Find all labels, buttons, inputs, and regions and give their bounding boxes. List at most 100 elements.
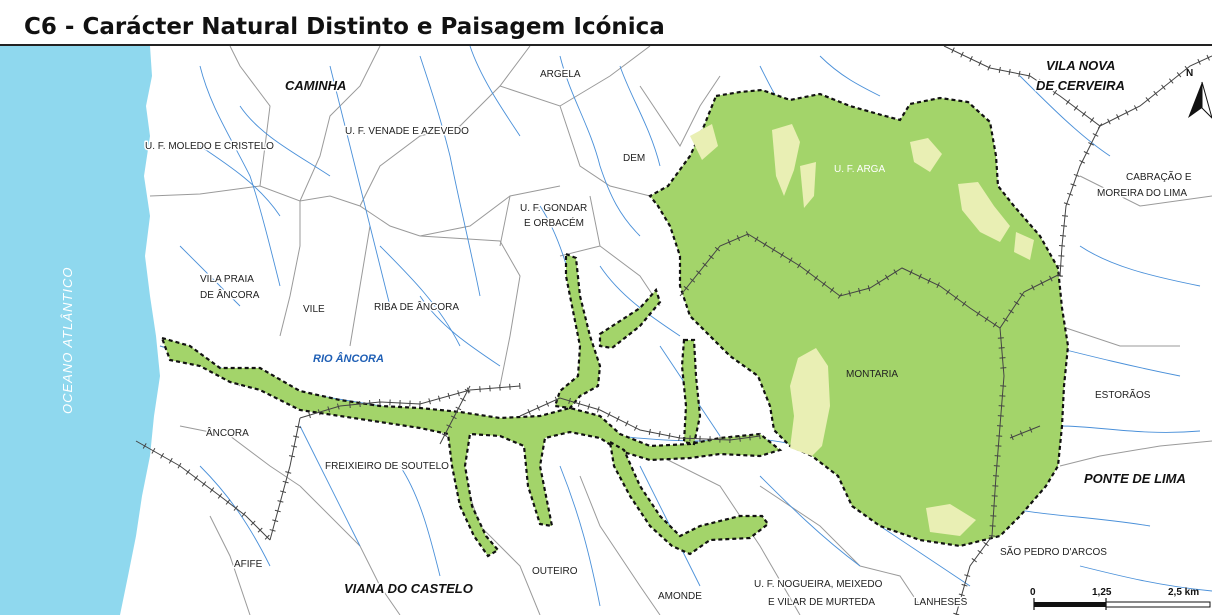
railway-tick [1176, 72, 1182, 78]
railway-tick [369, 399, 371, 407]
railway-tick [689, 278, 696, 283]
map-canvas: OCEANO ATLÂNTICO RIO ÂNCORA CAMINHA VILA… [0, 46, 1212, 615]
railway-tick [976, 310, 981, 317]
place-argela: ARGELA [540, 69, 581, 80]
map-title: C6 - Carácter Natural Distinto e Paisage… [24, 14, 665, 40]
railway-tick [754, 236, 759, 243]
place-sao-pedro: SÃO PEDRO D'ARCOS [1000, 545, 1107, 558]
railway-tick [1168, 78, 1174, 84]
railway-tick [821, 281, 827, 287]
railway-tick [1059, 235, 1067, 237]
place-estoraos: ESTORÃOS [1095, 388, 1151, 401]
railway-tick [616, 416, 620, 422]
railway-tick [748, 434, 751, 441]
place-lanheses: LANHESES [914, 597, 968, 608]
railway-tick [961, 583, 968, 587]
railway-tick [177, 462, 182, 469]
railway-tick [708, 254, 714, 260]
railway-tick [274, 509, 281, 513]
place-labels: OCEANO ATLÂNTICO RIO ÂNCORA CAMINHA VILA… [60, 57, 1193, 610]
railway-tick [1013, 300, 1020, 306]
corridor-branch-south [608, 439, 770, 556]
railway-tick [1184, 65, 1190, 72]
railway-tick [308, 412, 311, 419]
railway-tick [225, 499, 231, 505]
railway-tick [1052, 89, 1058, 96]
railway-line [439, 385, 471, 445]
railway-lines [135, 46, 1212, 615]
railway-tick [945, 289, 951, 295]
place-vile: VILE [303, 304, 325, 315]
railway-tick [758, 432, 761, 440]
railway-tick [250, 520, 256, 526]
railway-tick [272, 519, 279, 522]
railway-tick [683, 285, 689, 291]
railway-tick [1081, 111, 1087, 117]
place-venade: U. F. VENADE E AZEVEDO [345, 126, 469, 137]
railway-tick [464, 388, 471, 393]
railway-tick [1029, 426, 1033, 433]
railway-tick [1031, 284, 1035, 291]
railway-tick [964, 574, 971, 577]
railway-tick [379, 398, 381, 406]
railway-tick [736, 235, 741, 242]
railway-tick [1088, 142, 1094, 146]
railway-tick [285, 471, 292, 474]
railway-tick [1008, 68, 1011, 75]
railway-tick [536, 404, 540, 411]
railway-tick [359, 400, 361, 408]
railway-tick [193, 475, 199, 481]
railway-tick [969, 56, 973, 62]
railway-tick [327, 406, 331, 413]
railway-tick [587, 403, 591, 410]
title-bar: C6 - Carácter Natural Distinto e Paisage… [0, 0, 1212, 46]
railway-tick [545, 400, 550, 407]
railway-tick [1010, 434, 1014, 441]
railway-tick [780, 252, 785, 258]
railway-tick [936, 282, 940, 289]
railway-tick [1079, 159, 1086, 164]
railway-tick [568, 397, 571, 404]
railway-line [679, 233, 1061, 329]
railway-tick [293, 435, 300, 438]
railway-tick [1057, 271, 1062, 278]
ocean-label: OCEANO ATLÂNTICO [60, 267, 75, 414]
railway-tick [668, 432, 671, 439]
railway-tick [460, 397, 466, 402]
place-afife: AFIFE [234, 559, 263, 570]
scale-bar: 0 1,25 2,5 km [1030, 587, 1211, 610]
railway-tick [241, 511, 247, 517]
place-amonde: AMONDE [658, 591, 702, 602]
railway-line [943, 46, 1212, 127]
railway-tick [450, 415, 457, 420]
railway-tick [295, 425, 302, 428]
railway-tick [1073, 105, 1079, 111]
railway-tick [958, 593, 965, 597]
place-montaria: MONTARIA [846, 369, 898, 380]
railway-tick [696, 270, 702, 275]
railway-tick [848, 290, 851, 297]
railway-tick [1061, 215, 1069, 217]
place-riba: RIBA DE ÂNCORA [374, 300, 459, 313]
railway-tick [884, 274, 889, 281]
railway-tick [1049, 275, 1053, 282]
railway-tick [1083, 151, 1090, 155]
scale-tick-1: 1,25 [1092, 587, 1112, 598]
railway-tick [577, 400, 581, 407]
railway-tick [876, 279, 881, 286]
railway-tick [336, 403, 340, 410]
railway-tick [953, 295, 959, 301]
corridor-branch-north [553, 252, 602, 410]
railway-tick [264, 534, 270, 540]
railway-tick [771, 246, 776, 253]
place-ancora: ÂNCORA [206, 426, 249, 439]
railway-tick [893, 269, 898, 275]
railway-tick [837, 293, 843, 299]
railway-tick [280, 490, 287, 493]
railway-tick [1008, 309, 1014, 314]
place-arga: U. F. ARGA [834, 164, 885, 175]
railway-tick [428, 398, 431, 405]
railway-tick [739, 435, 741, 442]
railway-tick [457, 390, 460, 397]
